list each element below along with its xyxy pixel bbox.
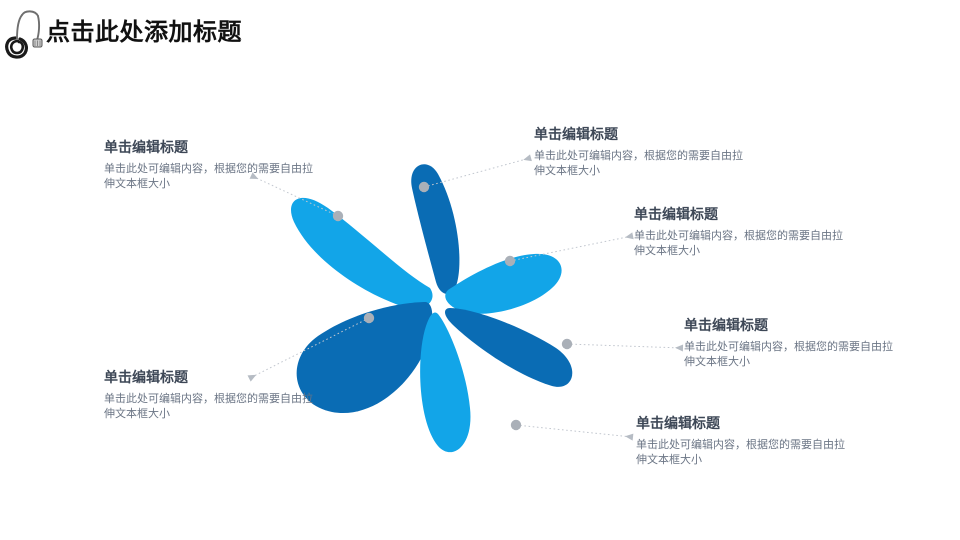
petal-right-lower[interactable] bbox=[445, 308, 573, 387]
callout-4[interactable]: 单击编辑标题 单击此处可编辑内容，根据您的需要自由拉伸文本框大小 bbox=[684, 315, 934, 370]
callout-5[interactable]: 单击编辑标题 单击此处可编辑内容，根据您的需要自由拉伸文本框大小 bbox=[104, 367, 354, 422]
callout-1-title: 单击编辑标题 bbox=[104, 139, 188, 155]
callout-6-title: 单击编辑标题 bbox=[636, 415, 720, 431]
petal-top[interactable] bbox=[411, 164, 460, 294]
petal-right-upper[interactable] bbox=[445, 253, 562, 314]
petal-bottom[interactable] bbox=[420, 312, 471, 453]
callout-3-body: 单击此处可编辑内容，根据您的需要自由拉伸文本框大小 bbox=[634, 230, 843, 257]
page-title: 点击此处添加标题 bbox=[46, 19, 242, 46]
callout-6[interactable]: 单击编辑标题 单击此处可编辑内容，根据您的需要自由拉伸文本框大小 bbox=[636, 413, 886, 468]
callout-4-body: 单击此处可编辑内容，根据您的需要自由拉伸文本框大小 bbox=[684, 341, 893, 368]
callout-5-body: 单击此处可编辑内容，根据您的需要自由拉伸文本框大小 bbox=[104, 393, 313, 420]
petal-upper-left[interactable] bbox=[291, 197, 433, 309]
petal-diagram bbox=[291, 164, 573, 453]
callout-2-body: 单击此处可编辑内容，根据您的需要自由拉伸文本框大小 bbox=[534, 150, 743, 177]
slide-header: 点击此处添加标题 bbox=[0, 0, 960, 66]
callout-3[interactable]: 单击编辑标题 单击此处可编辑内容，根据您的需要自由拉伸文本框大小 bbox=[634, 204, 884, 259]
callout-1[interactable]: 单击编辑标题 单击此处可编辑内容，根据您的需要自由拉伸文本框大小 bbox=[104, 137, 354, 192]
callout-2[interactable]: 单击编辑标题 单击此处可编辑内容，根据您的需要自由拉伸文本框大小 bbox=[534, 124, 784, 179]
callout-6-body: 单击此处可编辑内容，根据您的需要自由拉伸文本框大小 bbox=[636, 439, 845, 466]
callout-3-title: 单击编辑标题 bbox=[634, 206, 718, 222]
callout-1-body: 单击此处可编辑内容，根据您的需要自由拉伸文本框大小 bbox=[104, 163, 313, 190]
stethoscope-icon bbox=[5, 10, 43, 59]
callout-2-title: 单击编辑标题 bbox=[534, 126, 618, 142]
callout-4-title: 单击编辑标题 bbox=[684, 317, 768, 333]
callout-5-title: 单击编辑标题 bbox=[104, 369, 188, 385]
